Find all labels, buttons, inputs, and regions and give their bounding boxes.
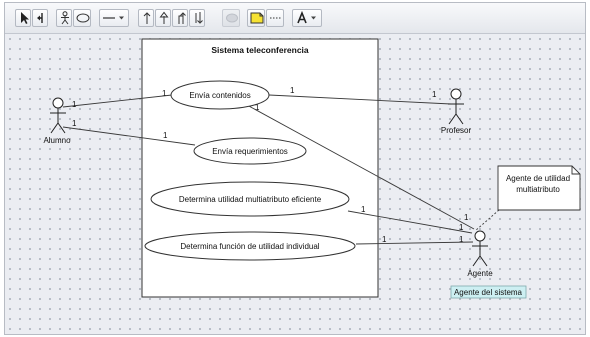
multiplicity-labels: 1 1 1 1 1 1 1 1 1 1 1 1: [72, 86, 469, 244]
mult-agente-multiatributo: 1: [459, 223, 464, 232]
actor-label-alumno: Alumno: [43, 136, 71, 145]
actor-head-icon: [52, 97, 64, 109]
extend-tool-icon[interactable]: [189, 9, 205, 27]
actor-label-profesor: Profesor: [441, 126, 472, 135]
note-anchor-line[interactable]: [474, 209, 500, 232]
note-line-1: Agente de utilidad: [506, 174, 570, 183]
mult-contenidos-profesor: 1: [290, 86, 295, 95]
use-case-determina-funcion[interactable]: Determina función de utilidad individual: [144, 231, 356, 261]
mult-funcion-agente: 1: [382, 235, 387, 244]
assoc-agente-envia-contenidos[interactable]: [246, 104, 475, 230]
toolbar: [5, 3, 585, 34]
mult-agente-contenidos: 1: [464, 213, 469, 222]
note-tool-icon[interactable]: [247, 9, 265, 27]
mult-requerimientos-alumno: 1: [163, 131, 168, 140]
assoc-agente-multiatributo[interactable]: [347, 210, 473, 234]
use-case-determina-multiatributo[interactable]: Determina utilidad multiatributo eficien…: [150, 181, 350, 217]
actor-profesor[interactable]: [448, 88, 464, 125]
use-case-label: Determina función de utilidad individual: [180, 242, 319, 251]
actor-agente[interactable]: [472, 230, 488, 267]
use-case-label: Envía contenidos: [189, 91, 250, 100]
system-title: Sistema teleconferencia: [211, 45, 309, 55]
use-case-envia-requerimientos[interactable]: Envía requerimientos: [193, 137, 307, 165]
use-case-label: Determina utilidad multiatributo eficien…: [179, 195, 322, 204]
include-tool-icon[interactable]: [172, 9, 188, 27]
color-tool-icon[interactable]: [222, 9, 240, 27]
mult-agente-funcion: 1: [459, 235, 464, 244]
actor-alumno[interactable]: [50, 97, 66, 134]
association-tool-icon[interactable]: [138, 9, 154, 27]
actor-label-agente: Agente: [467, 269, 493, 278]
mult-contenidos-agente: 1: [255, 103, 260, 112]
select-tool-icon[interactable]: [15, 9, 31, 27]
actor-head-icon: [450, 88, 462, 100]
use-case-label: Envía requerimientos: [212, 147, 288, 156]
usecase-tool-icon[interactable]: [73, 9, 91, 27]
actor-head-icon: [474, 230, 486, 242]
note-line-2: multiatributo: [516, 185, 560, 194]
mult-multiatributo-agente: 1: [361, 205, 366, 214]
generalization-tool-icon[interactable]: [155, 9, 171, 27]
agent-caption-text: Agente del sistema: [454, 288, 523, 297]
actor-tool-icon[interactable]: [56, 9, 72, 27]
line-dropdown-icon[interactable]: [99, 9, 129, 27]
mult-contenidos-alumno: 1: [162, 89, 167, 98]
use-case-diagram: Sistema teleconferencia 1 1 1 1 1 1 1: [43, 38, 581, 299]
assoc-profesor-envia-contenidos[interactable]: [268, 94, 452, 105]
agent-caption-box[interactable]: Agente del sistema: [450, 285, 527, 299]
diagram-canvas[interactable]: Sistema teleconferencia 1 1 1 1 1 1 1: [5, 34, 585, 334]
font-dropdown-icon[interactable]: [292, 9, 322, 27]
mult-alumno-contenidos: 1: [72, 100, 77, 109]
pointer-tool-icon[interactable]: [32, 9, 48, 27]
uml-editor-window: Sistema teleconferencia 1 1 1 1 1 1 1: [4, 2, 586, 335]
assoc-alumno-envia-contenidos[interactable]: [62, 94, 173, 108]
mult-alumno-requerimientos: 1: [72, 119, 77, 128]
assoc-alumno-envia-requerimientos[interactable]: [62, 126, 196, 146]
associations: [62, 94, 500, 245]
mult-profesor-contenidos: 1: [432, 90, 437, 99]
note-agente-utilidad[interactable]: Agente de utilidad multiatributo: [497, 165, 581, 211]
assoc-agente-funcion[interactable]: [355, 241, 474, 245]
dashed-line-tool-icon[interactable]: [266, 9, 284, 27]
use-case-envia-contenidos[interactable]: Envía contenidos: [170, 80, 270, 110]
